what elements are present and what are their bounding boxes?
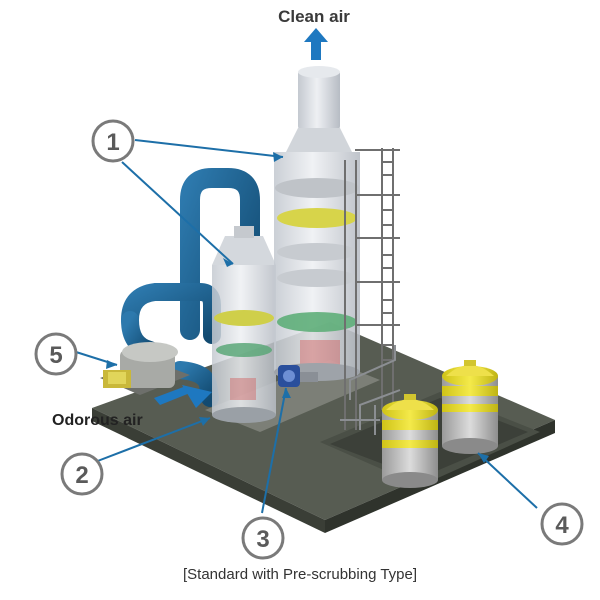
clean-air-label: Clean air — [278, 7, 350, 26]
callout-1-label: 1 — [106, 129, 119, 156]
blue-duct-system — [121, 168, 260, 407]
pre-scrubber-tower — [212, 226, 276, 423]
callout-2: 2 — [60, 452, 104, 496]
callout-4: 4 — [540, 502, 584, 546]
callout-4-label: 4 — [555, 512, 569, 539]
callout-2-label: 2 — [75, 462, 88, 489]
callout-3-label: 3 — [256, 526, 269, 553]
main-scrubber-tower — [274, 66, 360, 381]
leader-arrowheads — [106, 152, 489, 463]
callout-leader-lines — [75, 139, 538, 514]
chemical-dosing-piping — [340, 345, 401, 435]
odorous-air-label: Odorous air — [52, 412, 143, 429]
odorous-air-inlet-arrow — [154, 385, 212, 408]
exhaust-fan-unit — [100, 342, 190, 395]
access-ladder-structure — [344, 148, 400, 430]
callout-1: 1 — [91, 119, 135, 163]
chemical-tank-back — [442, 360, 498, 454]
figure-caption: [Standard with Pre-scrubbing Type] — [182, 566, 418, 583]
clean-air-outlet-arrow — [304, 28, 328, 60]
callout-5-label: 5 — [49, 342, 62, 369]
circulation-pump — [278, 365, 318, 387]
callout-3: 3 — [241, 516, 285, 560]
chemical-tank-front — [382, 394, 438, 488]
callout-5: 5 — [34, 332, 78, 376]
